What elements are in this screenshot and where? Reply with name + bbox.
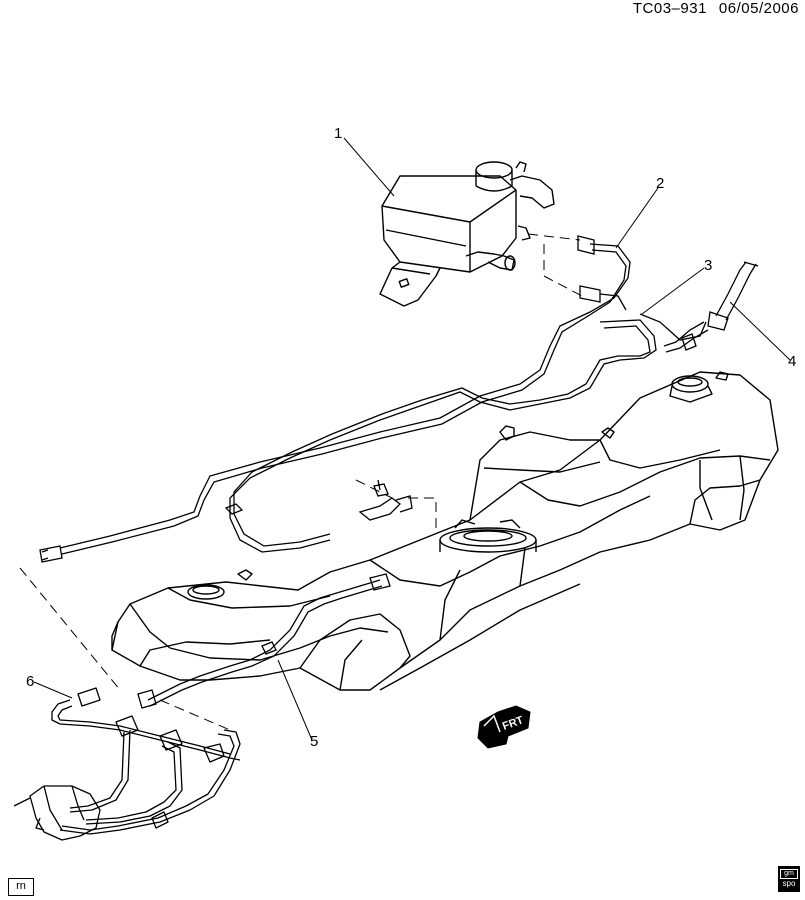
callout-4: 4 xyxy=(788,353,796,370)
callout-1: 1 xyxy=(334,125,342,142)
callout-leaders xyxy=(33,137,791,741)
callout-5: 5 xyxy=(310,733,318,750)
fuel-tank xyxy=(111,371,779,691)
gm-spo-logo: gm spo xyxy=(778,866,800,892)
vapor-line xyxy=(39,235,631,563)
callout-6: 6 xyxy=(26,673,34,690)
callout-2: 2 xyxy=(656,175,664,192)
purge-line xyxy=(224,313,707,553)
gm-logo-top: gm xyxy=(780,869,798,879)
gm-logo-bottom: spo xyxy=(782,879,796,888)
fuel-line-assembly xyxy=(13,687,241,841)
front-direction-arrow: FRT xyxy=(477,705,531,749)
evap-canister xyxy=(379,161,555,307)
footer-badge: rn xyxy=(8,878,34,896)
diagram-header: TC03–931 06/05/2006 xyxy=(633,0,799,17)
fuel-feed-line xyxy=(137,573,391,709)
connector-leaders xyxy=(19,233,583,731)
vent-pipe xyxy=(663,261,759,353)
diagram-date: 06/05/2006 xyxy=(718,0,799,17)
callout-3: 3 xyxy=(704,257,712,274)
diagram-code: TC03–931 xyxy=(632,0,707,17)
